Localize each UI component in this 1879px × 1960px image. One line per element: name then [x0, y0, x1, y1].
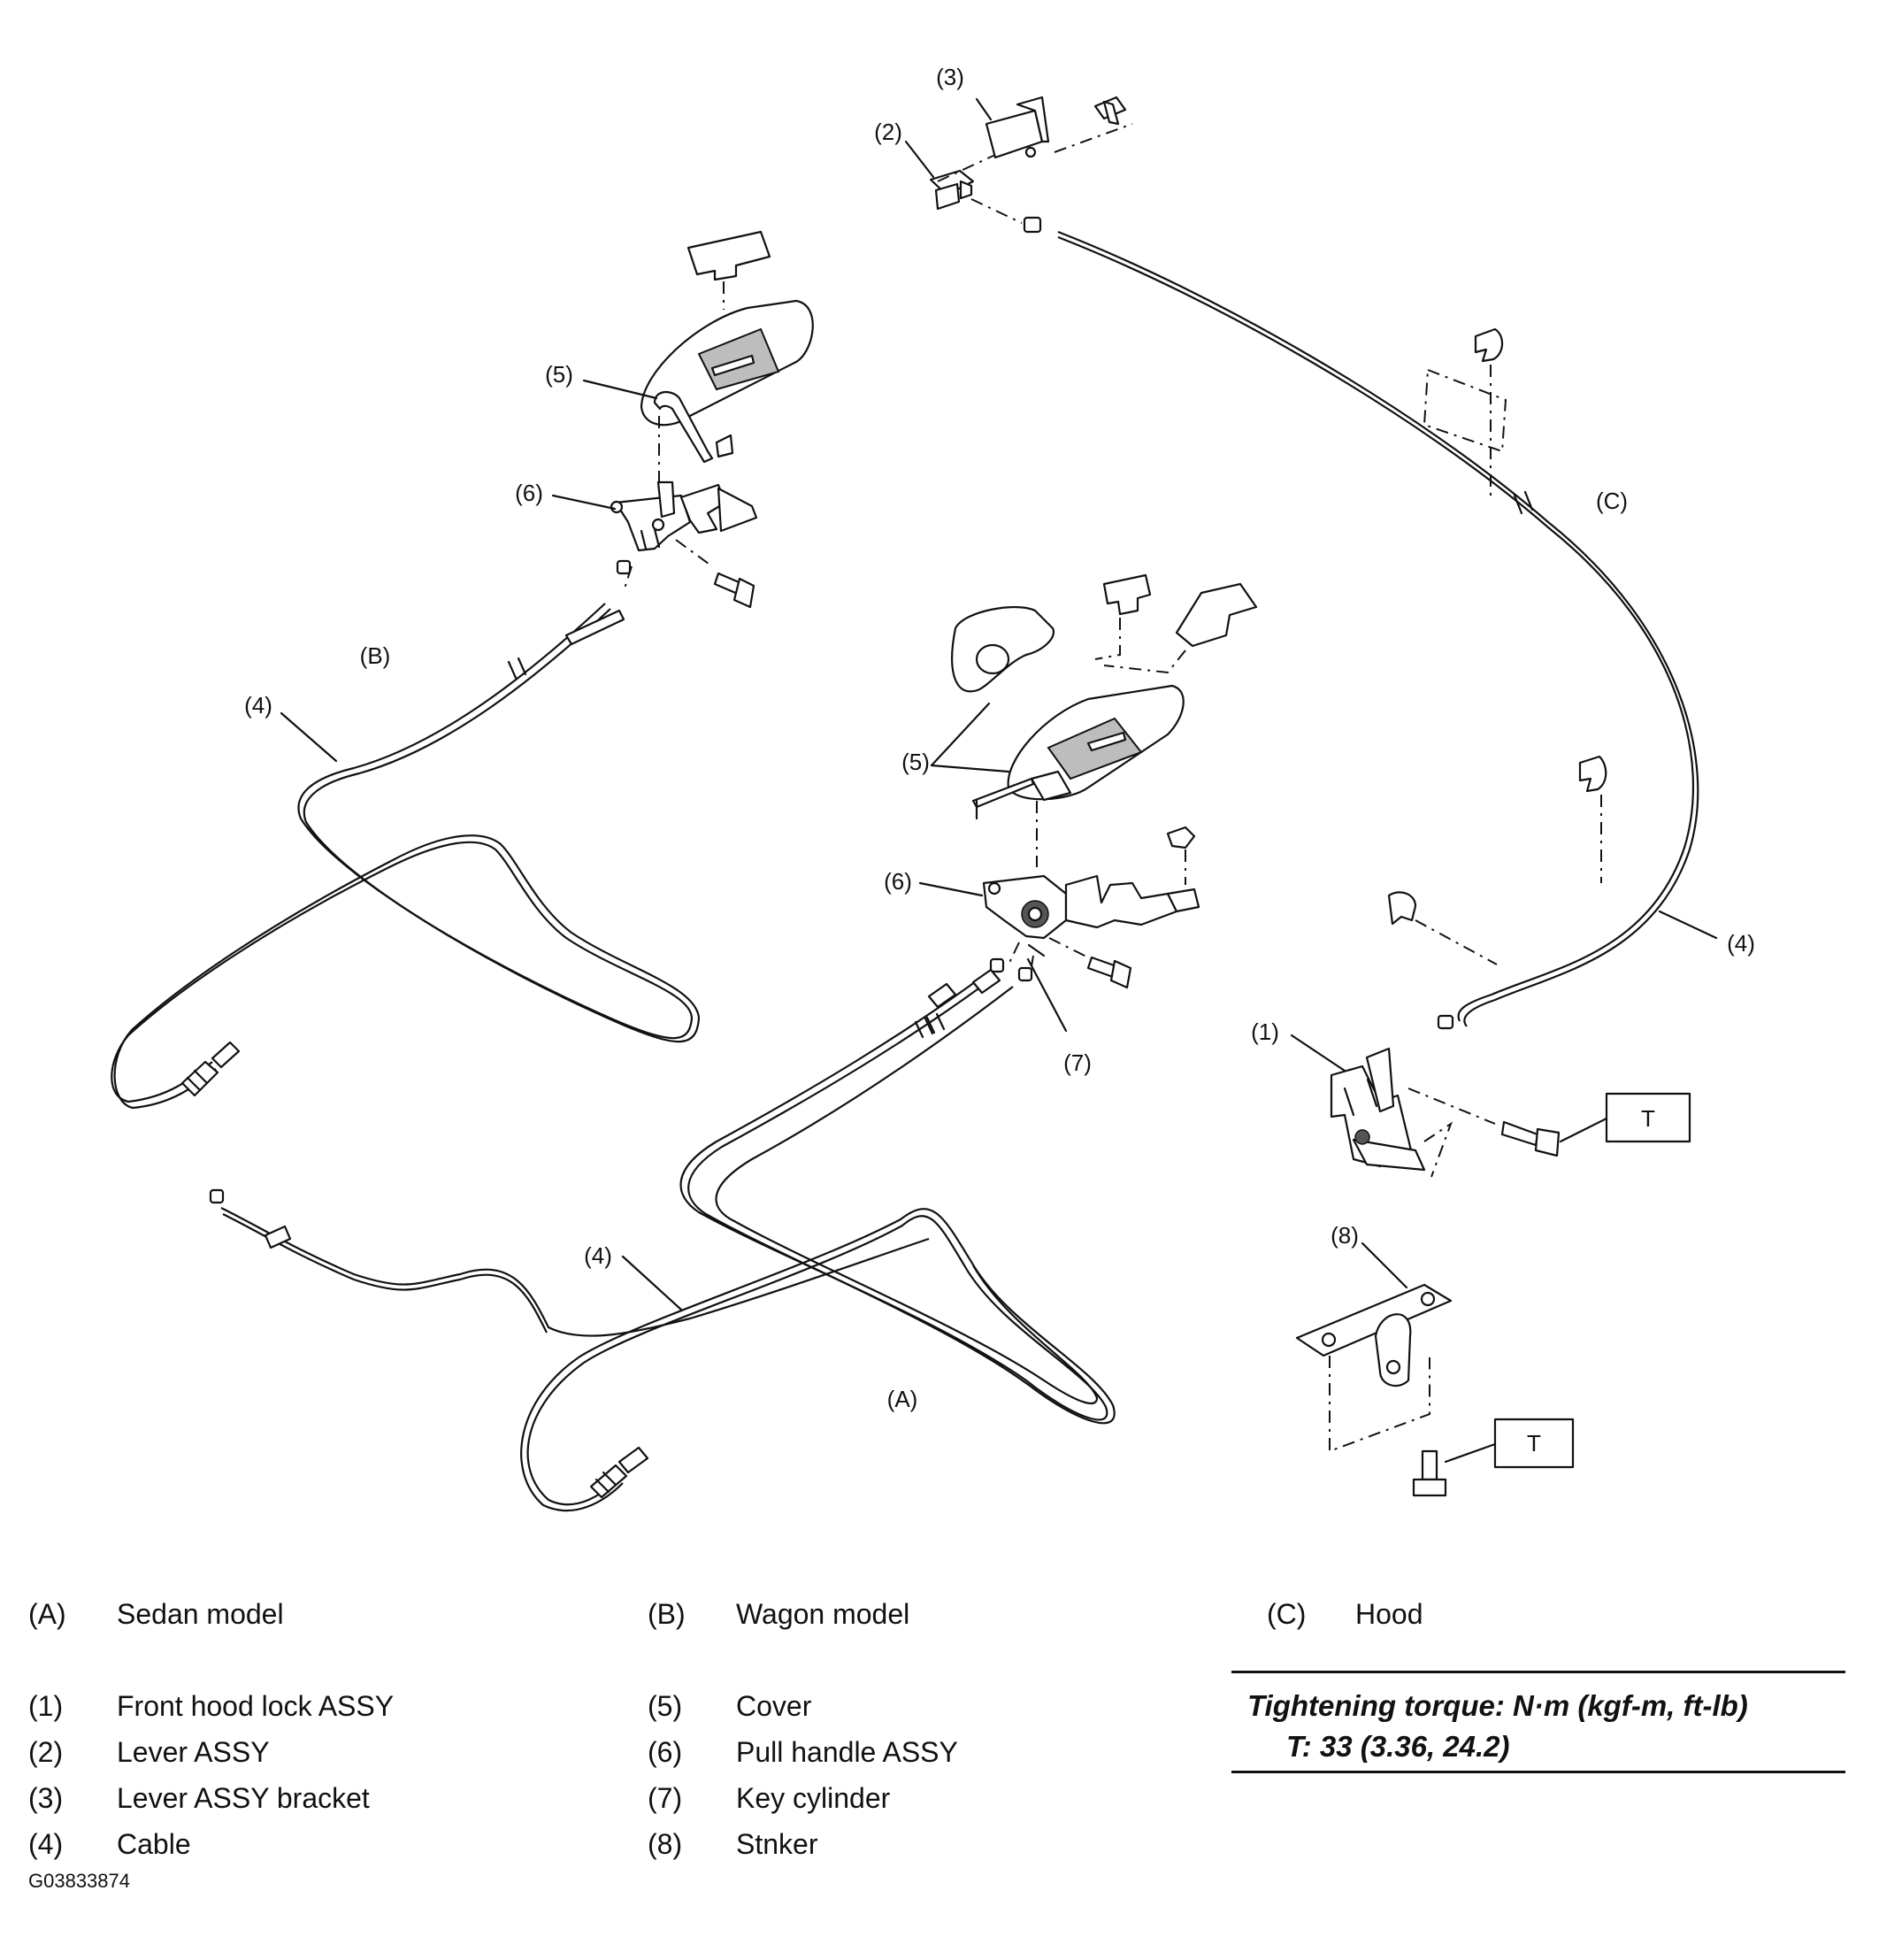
- legend-name: Stnker: [736, 1828, 818, 1860]
- striker-part: [1295, 1283, 1453, 1387]
- figure-code: G03833874: [28, 1870, 130, 1892]
- legend-code: (2): [28, 1736, 64, 1768]
- callout-view-c: (C): [1596, 488, 1628, 514]
- legend-name: Hood: [1355, 1598, 1423, 1630]
- legend-name: Cable: [117, 1828, 191, 1860]
- legend-name: Cover: [736, 1690, 812, 1722]
- cover-clip-part-b: [686, 230, 771, 281]
- sedan-release-cable-1: [526, 976, 1108, 1506]
- torque-box-t1: T: [1559, 1092, 1691, 1143]
- callout-2: (2): [874, 119, 902, 145]
- cable-end-part: [1023, 216, 1042, 234]
- legend-name: Key cylinder: [736, 1782, 891, 1814]
- pull-handle-assy-part-a: [982, 874, 1200, 940]
- cover-part-a-flat: [951, 605, 1055, 693]
- sedan-release-cable-2: [715, 986, 1099, 1405]
- legend-code: (C): [1267, 1598, 1307, 1630]
- torque-title: Tightening torque: N·m (kgf-m, ft-lb): [1247, 1689, 1748, 1722]
- cable-clip-part: [1474, 327, 1504, 363]
- callout-view-a: (A): [887, 1386, 918, 1412]
- callout-3: (3): [936, 64, 964, 90]
- grommet-part: [1166, 826, 1196, 849]
- legend-name: Lever ASSY bracket: [117, 1782, 370, 1814]
- callout-6-sedan: (6): [884, 868, 912, 895]
- cable-clip-part: [1387, 891, 1417, 926]
- cable-end-part: [180, 1041, 241, 1097]
- legend-name: Lever ASSY: [117, 1736, 270, 1768]
- lever-assy-bracket-part: [985, 96, 1050, 159]
- callout-4-hood: (4): [1727, 930, 1755, 957]
- cover-clip-part-a2: [1175, 582, 1258, 648]
- bolt-part: [1086, 956, 1132, 989]
- pull-handle-assy-part-b: [610, 480, 758, 552]
- t1-label: T: [1641, 1105, 1655, 1132]
- legend-code: (7): [648, 1782, 683, 1814]
- bolt-part: [1412, 1449, 1447, 1497]
- cable-end-part: [589, 1446, 649, 1499]
- legend-code: (B): [648, 1598, 686, 1630]
- cover-part-b: [640, 299, 814, 464]
- bolt-part: [1093, 96, 1127, 126]
- legend-code: (3): [28, 1782, 64, 1814]
- legend-code: (6): [648, 1736, 683, 1768]
- cover-clip-part-a: [1102, 573, 1152, 616]
- hood-release-cable: [1057, 230, 1699, 1027]
- cable-end-part: [564, 609, 625, 646]
- bolt-part: [713, 572, 755, 609]
- callout-4-sedan: (4): [584, 1242, 612, 1269]
- front-hood-lock-assy-part: [1330, 1047, 1426, 1172]
- legend-code: (A): [28, 1598, 66, 1630]
- legend-name: Wagon model: [736, 1598, 910, 1630]
- lever-assy-part: [929, 169, 975, 211]
- sedan-release-cable-3: [220, 1207, 930, 1337]
- callout-5-sedan: (5): [901, 749, 930, 775]
- torque-box-t2: T: [1444, 1418, 1575, 1469]
- legend-name: Pull handle ASSY: [736, 1736, 958, 1768]
- callout-6-wagon: (6): [515, 480, 543, 506]
- legend-code: (1): [28, 1690, 64, 1722]
- callout-view-b: (B): [360, 642, 391, 669]
- callout-1: (1): [1251, 1018, 1279, 1045]
- hood-lock-exploded-diagram: T T: [111, 64, 1755, 1512]
- cable-clip-part: [1578, 755, 1607, 793]
- callout-8: (8): [1331, 1222, 1359, 1249]
- tightening-torque-box: Tightening torque: N·m (kgf-m, ft-lb) T:…: [1231, 1671, 1845, 1773]
- callout-5-wagon: (5): [545, 361, 573, 388]
- t2-label: T: [1527, 1430, 1541, 1457]
- legend-code: (8): [648, 1828, 683, 1860]
- legend-name: Front hood lock ASSY: [117, 1690, 395, 1722]
- cable-end-part: [927, 968, 1001, 1009]
- torque-value: T: 33 (3.36, 24.2): [1286, 1730, 1510, 1763]
- legend-code: (5): [648, 1690, 683, 1722]
- legend-name: Sedan model: [117, 1598, 284, 1630]
- wagon-release-cable: [111, 603, 694, 1103]
- cover-part-a: [971, 684, 1185, 820]
- legend-code: (4): [28, 1828, 64, 1860]
- bolt-part: [1500, 1120, 1561, 1157]
- cable-end-part: [264, 1225, 292, 1249]
- callout-4-wagon: (4): [244, 692, 272, 719]
- callout-7: (7): [1063, 1049, 1092, 1076]
